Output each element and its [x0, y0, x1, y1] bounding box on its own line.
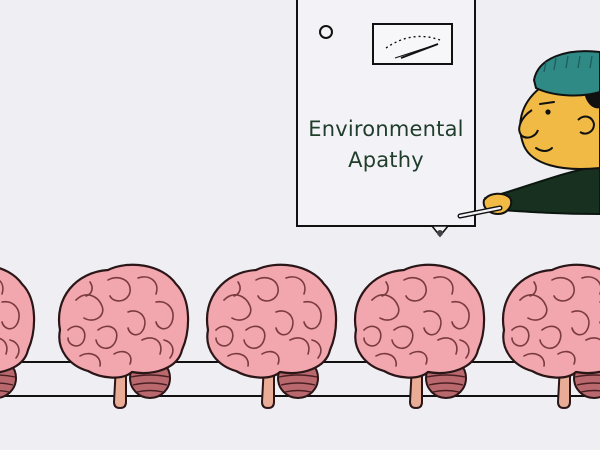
brain-item	[0, 263, 36, 410]
brain-item	[353, 263, 486, 410]
cap-icon	[532, 50, 600, 97]
machine-label: Environmental Apathy	[300, 114, 472, 176]
nozzle-icon	[437, 230, 443, 236]
eye-icon	[545, 109, 551, 115]
machine-label-line-1: Environmental	[308, 117, 464, 141]
worker	[457, 50, 600, 219]
machine-label-line-2: Apathy	[348, 148, 424, 172]
brain-item	[501, 263, 600, 410]
machine	[296, 0, 476, 238]
brain-item	[205, 263, 338, 410]
machine-knob-icon	[319, 25, 333, 39]
brain-item	[57, 263, 190, 410]
gauge-icon	[372, 23, 453, 65]
